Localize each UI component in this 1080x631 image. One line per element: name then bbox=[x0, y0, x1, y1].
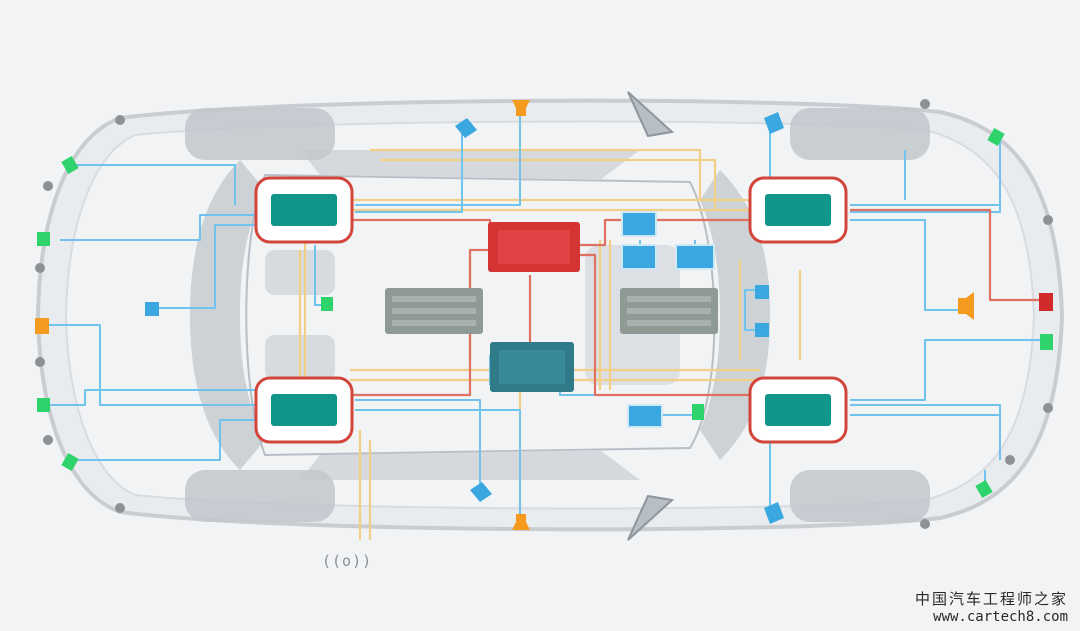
wheel-front-left bbox=[185, 108, 335, 160]
display-screens bbox=[621, 211, 715, 428]
ultrasonic-mounts bbox=[35, 99, 1053, 529]
camera-icon bbox=[764, 502, 784, 524]
battery-module-left bbox=[385, 288, 483, 334]
right-side-window bbox=[300, 450, 640, 480]
radar-sensor-icon bbox=[1040, 334, 1053, 350]
orange-devices bbox=[35, 100, 974, 530]
radar-sensor-icon bbox=[61, 452, 79, 472]
wheel-rear-right bbox=[790, 470, 930, 522]
radar-sensor-icon bbox=[37, 232, 50, 246]
cameras bbox=[145, 112, 784, 524]
mirror-right bbox=[627, 494, 675, 541]
camera-icon bbox=[764, 112, 784, 134]
camera-icon bbox=[755, 285, 769, 299]
radar-sensor-icon bbox=[321, 297, 333, 311]
central-compute-unit bbox=[488, 222, 580, 272]
speaker-icon bbox=[958, 292, 974, 320]
watermark: 中国汽车工程师之家 www.cartech8.com bbox=[915, 588, 1068, 625]
wiring-harness bbox=[45, 110, 1045, 540]
screen-1 bbox=[621, 211, 657, 237]
left-side-window bbox=[300, 150, 640, 180]
mirror-left bbox=[627, 91, 675, 138]
radar-sensor-icon bbox=[692, 404, 704, 420]
wheel-rear-left bbox=[790, 108, 930, 160]
radar-sensor-icon bbox=[975, 479, 993, 499]
speaker-icon bbox=[35, 318, 49, 334]
zone-controller-rear-right bbox=[748, 376, 848, 444]
zone-controller-front-left bbox=[254, 176, 354, 244]
screen-3 bbox=[675, 244, 715, 270]
radar-sensor-icon bbox=[37, 398, 50, 412]
camera-icon bbox=[145, 302, 159, 316]
screen-2 bbox=[621, 244, 657, 270]
watermark-name: 中国汽车工程师之家 bbox=[914, 590, 1068, 608]
watermark-url: www.cartech8.com bbox=[933, 609, 1068, 625]
data-wires bbox=[45, 110, 1045, 520]
wheel-front-right bbox=[185, 470, 335, 522]
battery-module-right bbox=[620, 288, 718, 334]
speaker-icon bbox=[512, 514, 530, 530]
green-sensors bbox=[37, 127, 1053, 499]
front-windshield bbox=[190, 160, 265, 470]
camera-icon bbox=[455, 118, 477, 138]
screen-4 bbox=[627, 404, 663, 428]
speaker-icon bbox=[512, 100, 530, 116]
zone-controller-rear-left bbox=[748, 176, 848, 244]
radar-sensor-icon bbox=[987, 127, 1005, 147]
radar-sensor-icon bbox=[1039, 293, 1053, 311]
wireless-icon: ((o)) bbox=[322, 552, 373, 570]
camera-icon bbox=[755, 323, 769, 337]
radar-sensor-icon bbox=[61, 155, 79, 175]
zone-controller-front-right bbox=[254, 376, 354, 444]
gateway-module bbox=[490, 342, 574, 392]
camera-icon bbox=[470, 482, 492, 502]
